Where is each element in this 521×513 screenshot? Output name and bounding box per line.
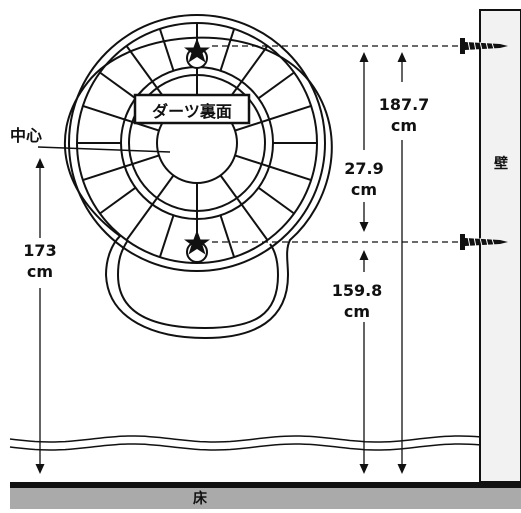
dimension-labels: 173 cm 187.7 cm 27.9 cm 159.8 cm: [23, 95, 429, 321]
center-height-unit: cm: [27, 262, 53, 281]
screw-spacing-label: 27.9 cm: [344, 159, 383, 199]
bottom-screw-height-label: 159.8 cm: [332, 281, 383, 321]
board-spoke-minor: [158, 28, 175, 72]
board-spoke: [219, 174, 269, 241]
bottom-screw-height-unit: cm: [344, 302, 370, 321]
center-height-label: 173 cm: [23, 241, 56, 281]
board-spoke-minor: [99, 71, 137, 100]
bottom-mounting-hole: [184, 230, 210, 263]
screw-spacing-value: 27.9: [344, 159, 383, 178]
board-spoke-minor: [257, 71, 295, 100]
top-screw-height-value: 187.7: [379, 95, 430, 114]
screw-leader-lines: [212, 45, 460, 243]
wall-label: 壁: [494, 155, 508, 172]
center-height-value: 173: [23, 241, 56, 260]
board-spoke-minor: [219, 214, 236, 258]
board-spoke: [82, 154, 160, 182]
board-spoke-minor: [99, 186, 137, 215]
wall: 壁: [479, 9, 521, 483]
bottom-screw-height-value: 159.8: [332, 281, 383, 300]
board-spoke-minor: [219, 28, 236, 72]
top-screw-height-label: 187.7 cm: [379, 95, 430, 135]
board-spoke-minor: [257, 186, 295, 215]
floor-label: 床: [193, 490, 208, 507]
board-spoke: [234, 154, 312, 182]
floor: 床: [10, 482, 521, 509]
center-label: 中心: [10, 126, 42, 145]
board-shell-inner: [116, 239, 280, 330]
top-mounting-hole: [184, 38, 210, 69]
top-screw-height-unit: cm: [391, 116, 417, 135]
break-line-lower: [9, 443, 481, 451]
bottom-screw-icon: [460, 234, 508, 250]
screw-spacing-unit: cm: [351, 180, 377, 199]
board-spoke-minor: [158, 214, 175, 258]
break-line-upper: [9, 435, 481, 443]
board-label-box: ダーツ裏面: [133, 93, 251, 125]
board-label: ダーツ裏面: [152, 102, 232, 121]
board-outer-shell: [63, 36, 333, 340]
board-spoke: [125, 174, 175, 241]
top-hole-star-icon: [184, 38, 210, 63]
break-lines: [9, 435, 481, 451]
board-rim: [68, 14, 326, 272]
dimension-lines: [35, 52, 407, 474]
bottom-hole-star-icon: [184, 230, 210, 255]
top-screw-icon: [460, 38, 508, 54]
center-marker: 中心: [10, 126, 171, 153]
board-spoke: [234, 104, 312, 132]
board-spoke: [82, 104, 160, 132]
